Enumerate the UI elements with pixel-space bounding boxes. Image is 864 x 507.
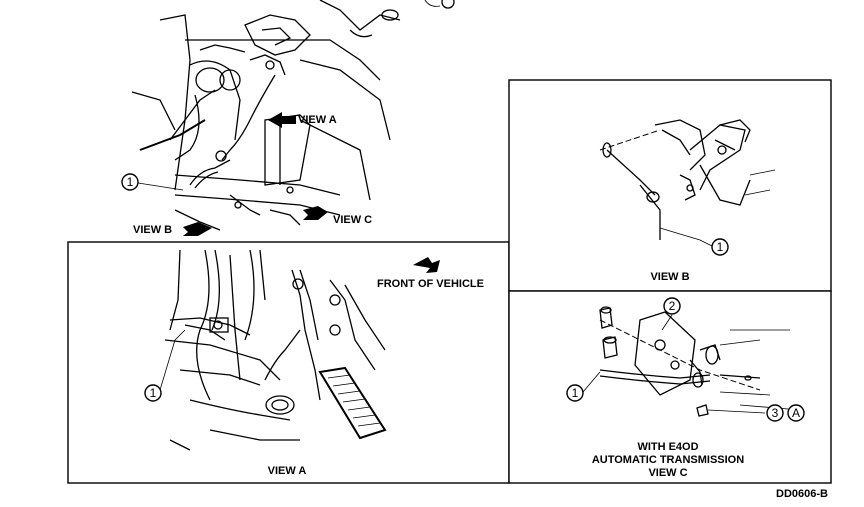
figure-code: DD0606-B bbox=[776, 488, 828, 500]
callout-a-view-c: A bbox=[787, 404, 805, 422]
caption-view-a: VIEW A bbox=[268, 465, 307, 477]
svg-text:A: A bbox=[792, 406, 800, 420]
view-c-panel bbox=[508, 290, 832, 484]
callout-1-view-a: 1 bbox=[144, 384, 162, 402]
view-c-arrow bbox=[303, 206, 328, 220]
caption-view-c-line1: WITH E4OD bbox=[637, 441, 698, 453]
caption-view-c-line2: AUTOMATIC TRANSMISSION bbox=[592, 454, 744, 466]
svg-text:2: 2 bbox=[669, 299, 676, 313]
view-b-illustration bbox=[599, 119, 776, 247]
svg-text:1: 1 bbox=[717, 240, 724, 254]
svg-text:1: 1 bbox=[127, 175, 134, 189]
view-a-arrow bbox=[268, 112, 296, 128]
view-b-panel bbox=[508, 79, 832, 292]
label-view-a-top: VIEW A bbox=[298, 114, 337, 126]
label-view-b-top: VIEW B bbox=[133, 224, 172, 236]
caption-view-c-line3: VIEW C bbox=[648, 467, 687, 479]
callout-1-view-b: 1 bbox=[711, 238, 729, 256]
svg-text:3: 3 bbox=[772, 406, 779, 420]
callout-3-view-c: 3 bbox=[766, 404, 784, 422]
callout-1-overview: 1 bbox=[121, 173, 139, 191]
caption-view-b: VIEW B bbox=[650, 271, 689, 283]
callout-2-view-c: 2 bbox=[663, 297, 681, 315]
callout-1-view-c: 1 bbox=[566, 384, 584, 402]
view-b-arrow bbox=[183, 222, 212, 236]
view-a-illustration bbox=[159, 249, 387, 451]
svg-text:1: 1 bbox=[572, 386, 579, 400]
view-a-panel bbox=[67, 241, 510, 484]
overview-illustration bbox=[131, 0, 455, 236]
label-view-c-top: VIEW C bbox=[333, 214, 372, 226]
view-c-illustration bbox=[582, 306, 801, 417]
front-arrow bbox=[413, 257, 440, 273]
label-front-of-vehicle: FRONT OF VEHICLE bbox=[377, 278, 484, 290]
svg-text:1: 1 bbox=[150, 386, 157, 400]
